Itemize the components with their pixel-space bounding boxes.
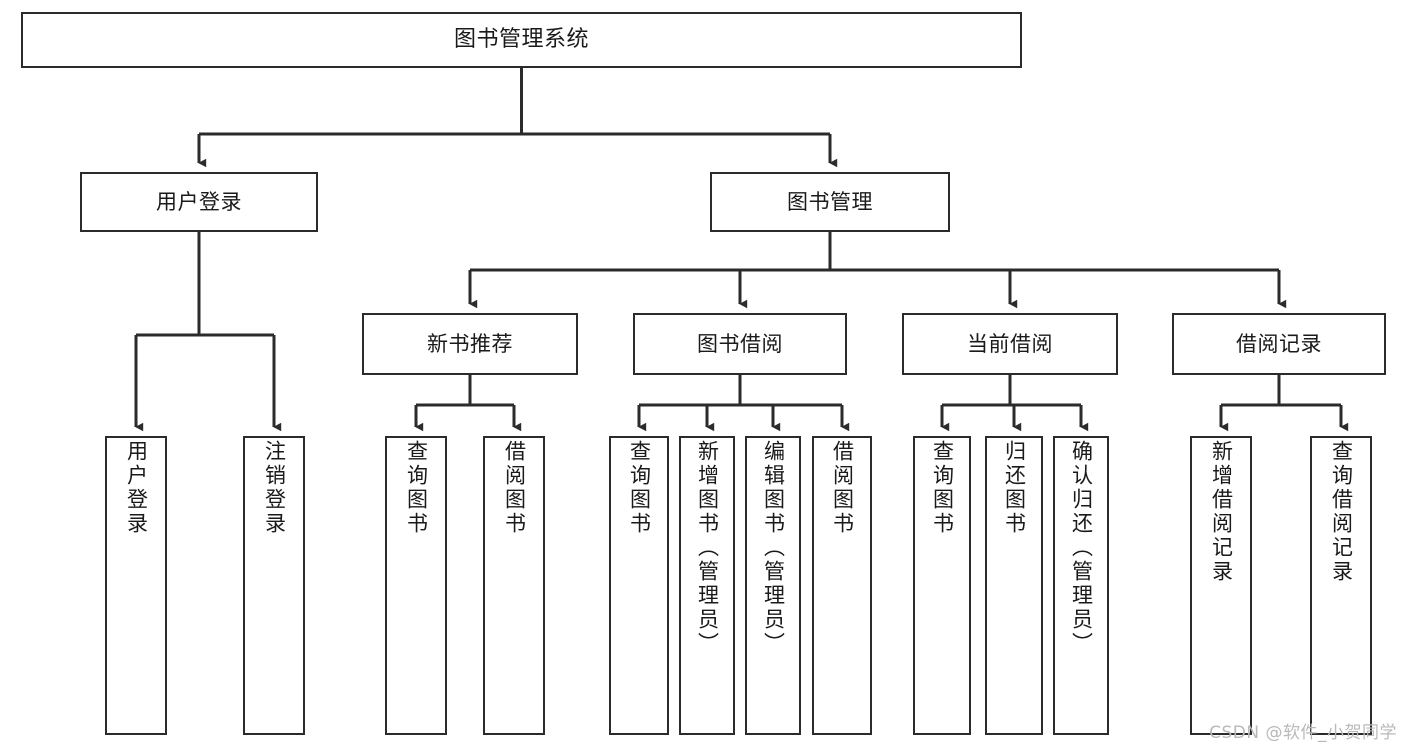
node-book-borrow[interactable]: 图书借阅 xyxy=(633,313,847,375)
node-leaf-query-record[interactable]: 查询借阅记录 xyxy=(1310,436,1372,735)
csdn-watermark: CSDN @软件_小贺同学 xyxy=(1209,723,1397,743)
node-leaf-logout-label: 注销登录 xyxy=(262,440,287,536)
node-leaf-user-login[interactable]: 用户登录 xyxy=(105,436,167,735)
node-leaf-query-book-1-label: 查询图书 xyxy=(404,440,429,536)
node-leaf-query-book-1[interactable]: 查询图书 xyxy=(385,436,447,735)
node-leaf-logout[interactable]: 注销登录 xyxy=(243,436,305,735)
node-leaf-edit-book-label: 编辑图书（管理员） xyxy=(761,440,786,656)
node-new-book-rec[interactable]: 新书推荐 xyxy=(362,313,578,375)
node-leaf-add-book-label: 新增图书（管理员） xyxy=(695,440,720,656)
node-leaf-edit-book[interactable]: 编辑图书（管理员） xyxy=(745,436,801,735)
node-leaf-query-record-label: 查询借阅记录 xyxy=(1329,440,1354,584)
node-leaf-user-login-label: 用户登录 xyxy=(124,440,149,536)
node-borrow-record-label: 借阅记录 xyxy=(1236,331,1322,356)
node-book-manage-label: 图书管理 xyxy=(787,189,873,214)
node-leaf-confirm-return-label: 确认归还（管理员） xyxy=(1069,440,1094,656)
node-user-login[interactable]: 用户登录 xyxy=(80,172,318,232)
node-leaf-borrow-book-2[interactable]: 借阅图书 xyxy=(812,436,872,735)
node-leaf-borrow-book-1-label: 借阅图书 xyxy=(502,440,527,536)
node-book-borrow-label: 图书借阅 xyxy=(697,331,783,356)
node-leaf-add-record-label: 新增借阅记录 xyxy=(1209,440,1234,584)
node-leaf-borrow-book-2-label: 借阅图书 xyxy=(830,440,855,536)
node-leaf-query-book-2-label: 查询图书 xyxy=(627,440,652,536)
node-leaf-query-book-3[interactable]: 查询图书 xyxy=(913,436,971,735)
node-root-label: 图书管理系统 xyxy=(453,27,589,53)
node-borrow-record[interactable]: 借阅记录 xyxy=(1172,313,1386,375)
node-leaf-return-book-label: 归还图书 xyxy=(1002,440,1027,536)
node-leaf-add-book[interactable]: 新增图书（管理员） xyxy=(679,436,735,735)
node-root[interactable]: 图书管理系统 xyxy=(21,12,1022,68)
node-current-borrow[interactable]: 当前借阅 xyxy=(902,313,1118,375)
node-book-manage[interactable]: 图书管理 xyxy=(710,172,950,232)
node-user-login-label: 用户登录 xyxy=(156,189,242,214)
node-new-book-rec-label: 新书推荐 xyxy=(427,331,513,356)
node-leaf-return-book[interactable]: 归还图书 xyxy=(985,436,1043,735)
node-leaf-confirm-return[interactable]: 确认归还（管理员） xyxy=(1053,436,1109,735)
node-leaf-borrow-book-1[interactable]: 借阅图书 xyxy=(483,436,545,735)
node-leaf-query-book-2[interactable]: 查询图书 xyxy=(609,436,669,735)
node-current-borrow-label: 当前借阅 xyxy=(967,331,1053,356)
node-leaf-query-book-3-label: 查询图书 xyxy=(930,440,955,536)
node-leaf-add-record[interactable]: 新增借阅记录 xyxy=(1190,436,1252,735)
